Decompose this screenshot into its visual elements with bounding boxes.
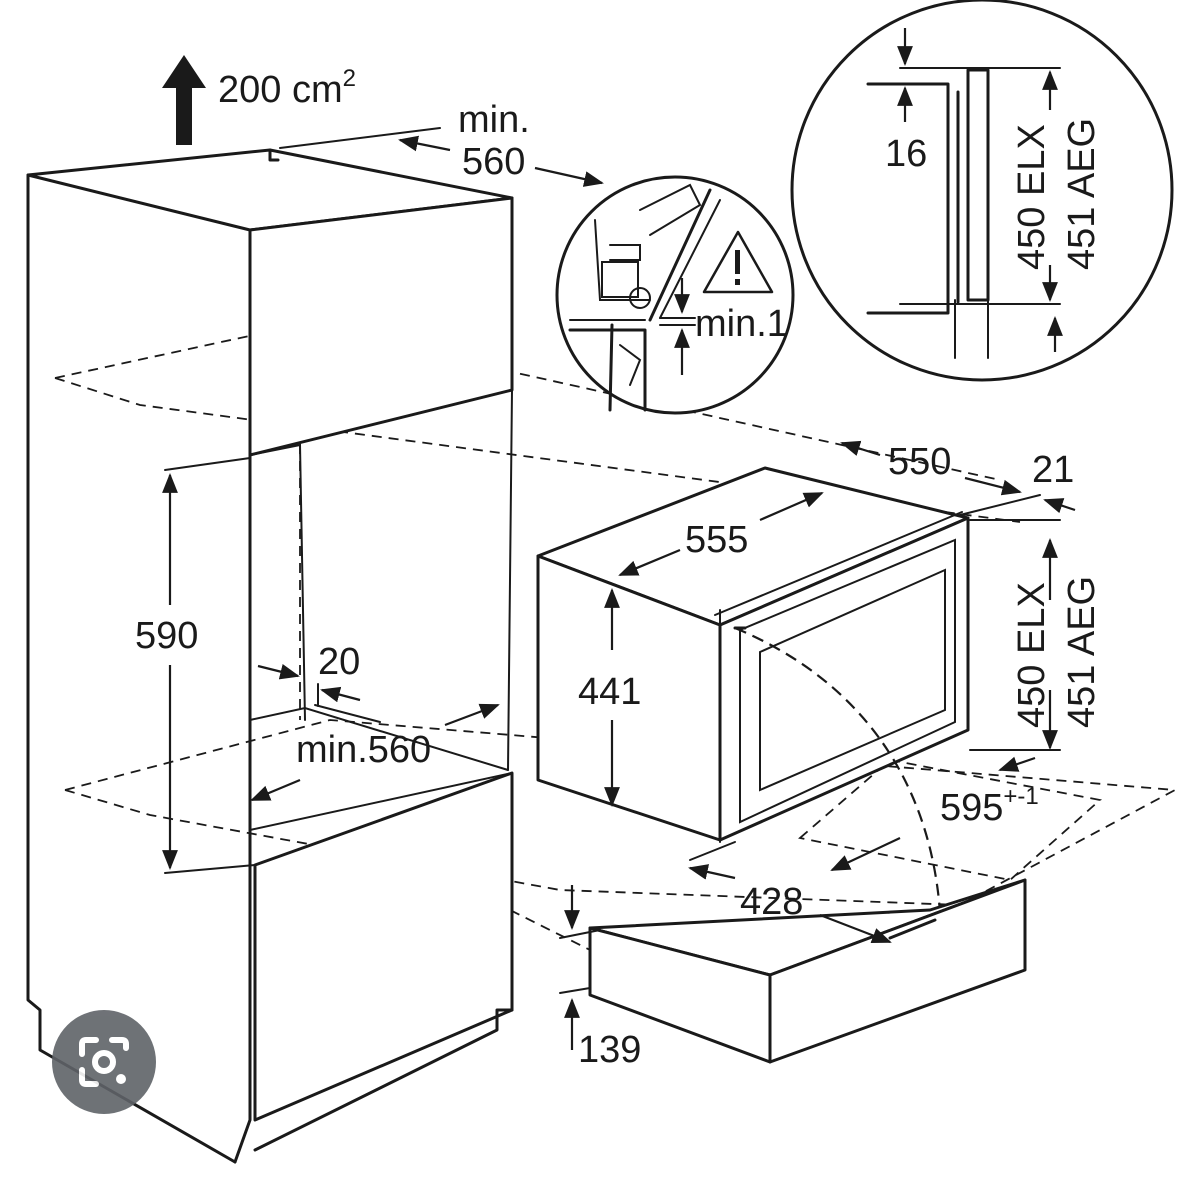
label-door-width: 428 [740,881,803,923]
dimension-labels: 200 cm2 min. 560 590 20 min.560 550 21 5… [135,65,1103,1071]
detail-circle-height [790,0,1174,382]
label-oven-width: 595+-1 [940,783,1039,829]
label-top-depth: 560 [462,141,525,183]
label-gap: 20 [318,641,360,683]
dimension-lines [162,127,1076,1050]
warning-triangle-icon [702,230,774,294]
label-niche-depth: min.560 [296,729,431,771]
label-detail-gap: min.1 [695,303,788,345]
tall-cabinet [26,148,514,1164]
label-niche-height: 590 [135,615,198,657]
oven-unit [536,466,970,913]
label-front-height-elx: 450 ELX [1011,582,1053,728]
label-panel-thickness: 21 [1032,449,1074,491]
label-top-depth-min: min. [458,99,530,141]
label-oven-height: 441 [578,671,641,713]
label-oven-inner-depth: 555 [685,519,748,561]
label-detail-height-aeg: 451 AEG [1061,118,1103,270]
label-front-height-aeg: 451 AEG [1061,576,1103,728]
detail-circle-gap [555,175,795,415]
label-drawer-height: 139 [578,1029,641,1071]
google-lens-icon[interactable] [52,1010,156,1114]
warming-drawer [588,878,1027,1064]
label-vent-area: 200 cm2 [218,65,356,111]
lens-camera-icon [79,1037,129,1087]
label-detail-16: 16 [885,133,927,175]
label-detail-height-elx: 450 ELX [1011,124,1053,270]
vent-arrow-icon [162,55,206,145]
label-oven-depth: 550 [888,441,951,483]
